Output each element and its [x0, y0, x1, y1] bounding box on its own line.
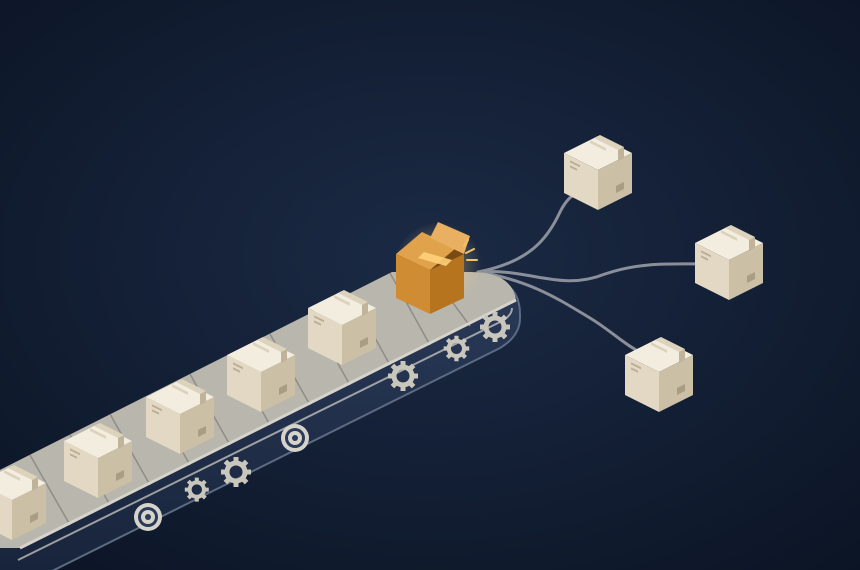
branch-line-bottom — [476, 270, 642, 354]
roller-icon — [134, 503, 162, 531]
sparkle-icon — [463, 239, 478, 261]
open-box-icon — [394, 222, 482, 314]
branch-line-middle — [476, 262, 707, 283]
belt-edge — [19, 298, 517, 550]
roller-icon — [281, 424, 309, 452]
